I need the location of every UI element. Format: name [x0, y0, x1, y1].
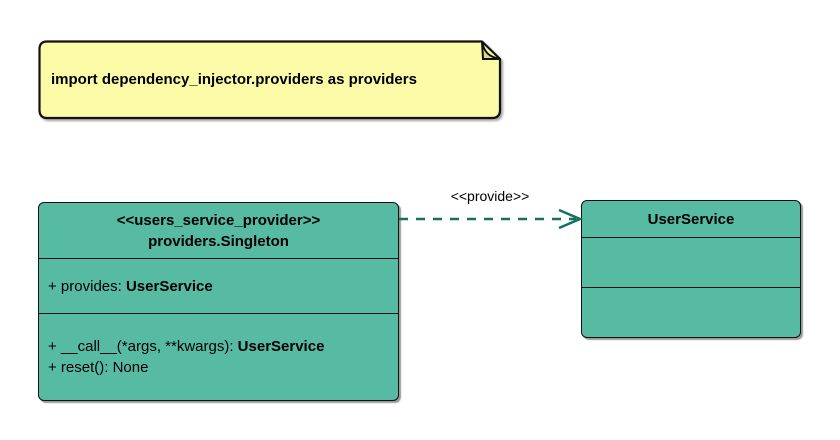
method-line: + reset(): None — [48, 357, 394, 378]
attribute-type: UserService — [125, 277, 213, 295]
class-methods-section — [582, 287, 800, 337]
note-text: import dependency_injector.providers as … — [51, 70, 417, 88]
class-attributes-section — [582, 237, 800, 287]
arrowhead-icon — [558, 208, 584, 230]
class-methods-section: + __call__(*args, **kwargs): UserService… — [39, 313, 398, 400]
class-box-userservice: UserService — [581, 200, 801, 338]
class-attributes-section: + provides: UserService — [39, 258, 398, 313]
method-line: + __call__(*args, **kwargs): UserService — [48, 336, 394, 357]
class-header: <<users_service_provider>> providers.Sin… — [39, 203, 398, 258]
class-box-providers-singleton: <<users_service_provider>> providers.Sin… — [38, 202, 399, 401]
provide-dependency-arrow — [399, 208, 584, 230]
method-type: UserService — [237, 338, 325, 355]
attribute-text: + provides: — [48, 277, 126, 295]
method-text: + __call__(*args, **kwargs): — [48, 338, 238, 355]
class-name: providers.Singleton — [148, 232, 289, 250]
class-stereotype: <<users_service_provider>> — [116, 211, 321, 229]
class-header: UserService — [582, 201, 800, 237]
note-shape — [38, 40, 502, 120]
edge-label: <<provide>> — [450, 188, 530, 204]
sticky-note: import dependency_injector.providers as … — [38, 40, 504, 120]
class-name: UserService — [647, 210, 735, 228]
note-body — [38, 40, 502, 120]
method-text: + reset(): None — [48, 359, 149, 376]
attribute-line: + provides: UserService — [48, 276, 394, 297]
note-fold-icon — [481, 41, 501, 60]
